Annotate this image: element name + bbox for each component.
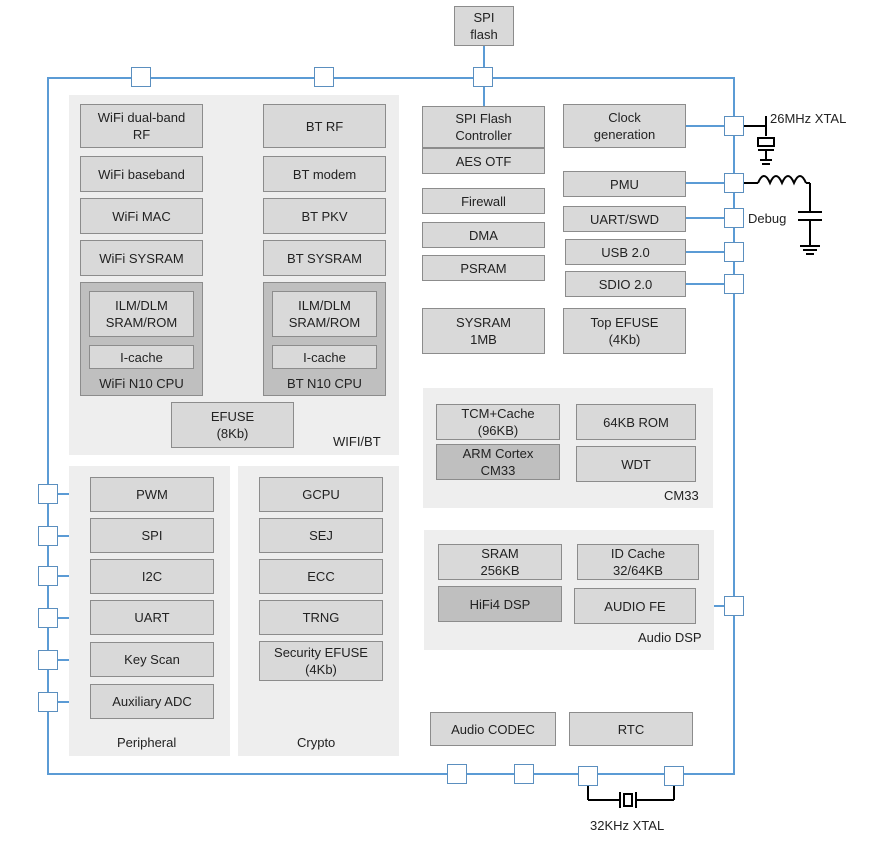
debug-label: Debug [748, 211, 787, 226]
hifi4-dsp-box: HiFi4 DSP [438, 586, 562, 622]
bt-cpu-block: ILM/DLM SRAM/ROM I-cache BT N10 CPU [263, 282, 386, 396]
audio-dsp-label: Audio DSP [638, 630, 702, 645]
usb-box: USB 2.0 [565, 239, 686, 265]
port-uart-swd [724, 208, 744, 228]
port-top-2 [314, 67, 334, 87]
uart-box: UART [90, 600, 214, 635]
efuse-box: EFUSE (8Kb) [171, 402, 294, 448]
i2c-box: I2C [90, 559, 214, 594]
dma-box: DMA [422, 222, 545, 248]
id-cache-box: ID Cache 32/64KB [577, 544, 699, 580]
firewall-box: Firewall [422, 188, 545, 214]
bt-modem-box: BT modem [263, 156, 386, 192]
port-uart [38, 608, 58, 628]
ecc-box: ECC [259, 559, 383, 594]
port-bottom-1 [447, 764, 467, 784]
port-bottom-4 [664, 766, 684, 786]
port-pwm [38, 484, 58, 504]
bt-rf-box: BT RF [263, 104, 386, 148]
peripheral-label: Peripheral [117, 735, 177, 750]
top-efuse-box: Top EFUSE (4Kb) [563, 308, 686, 354]
audio-fe-box: AUDIO FE [574, 588, 696, 624]
wifi-cpu-block: ILM/DLM SRAM/ROM I-cache WiFi N10 CPU [80, 282, 203, 396]
bt-sysram-box: BT SYSRAM [263, 240, 386, 276]
port-key-scan [38, 650, 58, 670]
bt-cpu-title: BT N10 CPU [287, 376, 362, 391]
port-audio-fe [724, 596, 744, 616]
psram-box: PSRAM [422, 255, 545, 281]
wifi-mac-box: WiFi MAC [80, 198, 203, 234]
sysram-box: SYSRAM 1MB [422, 308, 545, 354]
port-bottom-3 [578, 766, 598, 786]
wifi-cpu-title: WiFi N10 CPU [99, 376, 184, 391]
xtal-26mhz-label: 26MHz XTAL [770, 111, 847, 126]
uart-swd-box: UART/SWD [563, 206, 686, 232]
audio-codec-box: Audio CODEC [430, 712, 556, 746]
sdio-box: SDIO 2.0 [565, 271, 686, 297]
gcpu-box: GCPU [259, 477, 383, 512]
sram-box: SRAM 256KB [438, 544, 562, 580]
tcm-cache-box: TCM+Cache (96KB) [436, 404, 560, 440]
port-usb [724, 242, 744, 262]
port-sdio [724, 274, 744, 294]
port-top-3 [473, 67, 493, 87]
port-clock [724, 116, 744, 136]
wdt-box: WDT [576, 446, 696, 482]
trng-box: TRNG [259, 600, 383, 635]
crypto-label: Crypto [297, 735, 336, 750]
wifi-sysram-box: WiFi SYSRAM [80, 240, 203, 276]
xtal-32khz-label: 32KHz XTAL [590, 818, 665, 833]
arm-cortex-box: ARM Cortex CM33 [436, 444, 560, 480]
port-top-1 [131, 67, 151, 87]
spi-box: SPI [90, 518, 214, 553]
port-i2c [38, 566, 58, 586]
port-bottom-2 [514, 764, 534, 784]
aes-otf-box: AES OTF [422, 148, 545, 174]
pmu-box: PMU [563, 171, 686, 197]
wifi-baseband-box: WiFi baseband [80, 156, 203, 192]
rtc-box: RTC [569, 712, 693, 746]
wifi-ilm-box: ILM/DLM SRAM/ROM [89, 291, 194, 337]
port-auxiliary-adc [38, 692, 58, 712]
rom-box: 64KB ROM [576, 404, 696, 440]
wifi-rf-box: WiFi dual-band RF [80, 104, 203, 148]
auxiliary-adc-box: Auxiliary ADC [90, 684, 214, 719]
wifi-bt-label: WIFI/BT [333, 434, 381, 449]
cm33-label: CM33 [664, 488, 699, 503]
spi-flash-box: SPI flash [454, 6, 514, 46]
bt-pkv-box: BT PKV [263, 198, 386, 234]
key-scan-box: Key Scan [90, 642, 214, 677]
security-efuse-box: Security EFUSE (4Kb) [259, 641, 383, 681]
port-pmu [724, 173, 744, 193]
bt-icache-box: I-cache [272, 345, 377, 369]
spi-flash-controller-box: SPI Flash Controller [422, 106, 545, 148]
bt-ilm-box: ILM/DLM SRAM/ROM [272, 291, 377, 337]
port-spi [38, 526, 58, 546]
clock-generation-box: Clock generation [563, 104, 686, 148]
wifi-icache-box: I-cache [89, 345, 194, 369]
sej-box: SEJ [259, 518, 383, 553]
pwm-box: PWM [90, 477, 214, 512]
